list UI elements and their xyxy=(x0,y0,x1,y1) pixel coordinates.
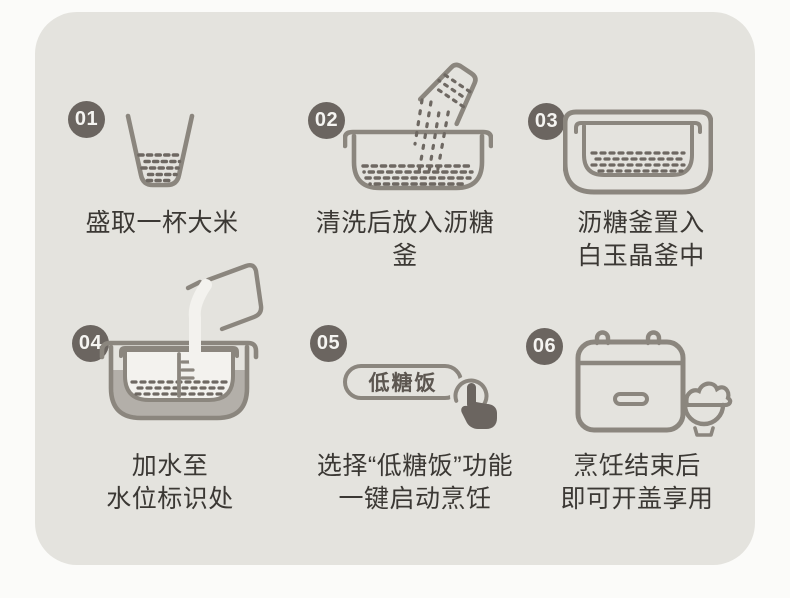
step-02-badge: 02 xyxy=(308,102,345,139)
step-03-number: 03 xyxy=(534,110,559,132)
step-04-caption: 加水至 水位标识处 xyxy=(106,452,234,513)
step-05-badge: 05 xyxy=(310,325,347,362)
step-04-number: 04 xyxy=(78,332,103,354)
low-sugar-rice-button-label: 低糖饭 xyxy=(368,372,438,395)
step-03-badge: 03 xyxy=(528,103,565,140)
add-water-to-level-icon xyxy=(98,258,268,436)
step-06-number: 06 xyxy=(532,335,557,357)
step-05-number: 05 xyxy=(316,332,341,354)
step-02-number: 02 xyxy=(314,109,339,131)
step-01-badge: 01 xyxy=(68,101,105,138)
instruction-steps-card: 01 盛取一杯大米 02 xyxy=(35,12,755,565)
step-05-caption: 选择“低糖饭”功能 一键启动烹饪 xyxy=(316,452,514,513)
rice-measuring-cup-icon xyxy=(122,113,198,191)
rice-cooker-and-bowl-icon xyxy=(575,328,735,440)
inner-pot-into-outer-pot-icon xyxy=(563,107,713,197)
step-02-caption: 清洗后放入沥糖釜 xyxy=(315,209,495,270)
step-06-caption: 烹饪结束后 即可开盖享用 xyxy=(560,452,714,513)
step-06-badge: 06 xyxy=(526,328,563,365)
step-01-caption: 盛取一杯大米 xyxy=(85,209,239,237)
step-01-number: 01 xyxy=(74,108,99,130)
tap-finger-icon xyxy=(445,370,507,438)
pour-rice-into-pot-icon xyxy=(343,58,493,194)
step-03-caption: 沥糖釜置入 白玉晶釜中 xyxy=(577,209,705,270)
